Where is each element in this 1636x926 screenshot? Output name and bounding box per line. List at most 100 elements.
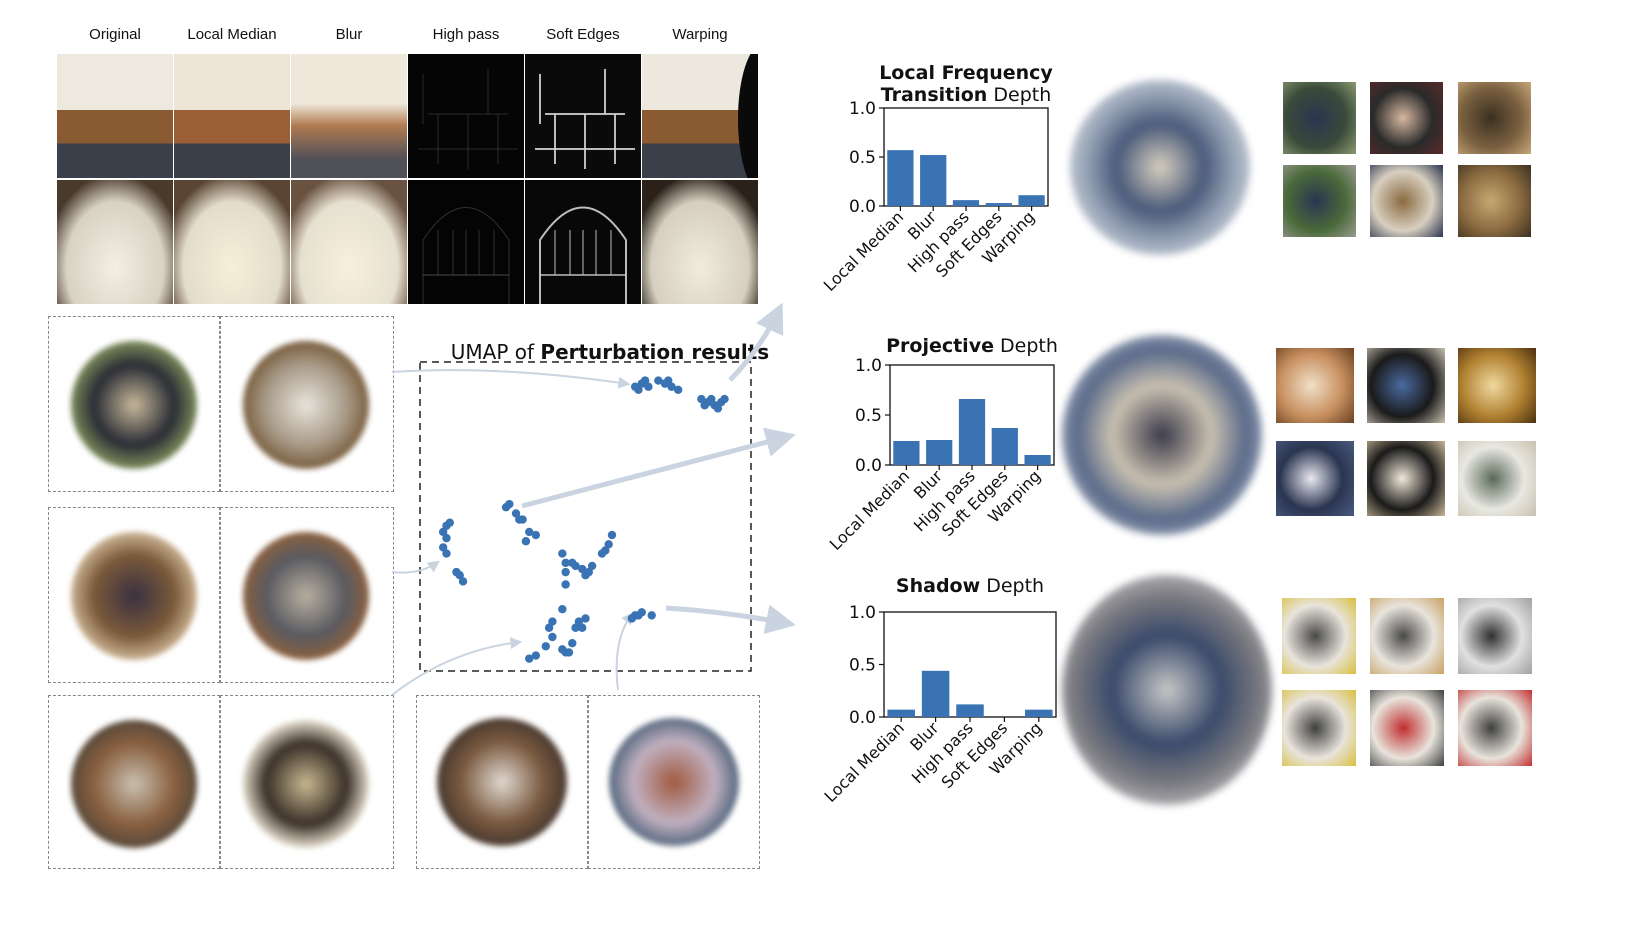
umap-point xyxy=(561,567,570,577)
dataset-example-image xyxy=(1282,690,1356,766)
dataset-example-image xyxy=(1367,348,1445,423)
umap-title-bold: Perturbation results xyxy=(540,340,770,364)
umap-point xyxy=(561,580,570,589)
umap-point xyxy=(558,549,567,558)
umap-point xyxy=(640,376,650,385)
umap-point xyxy=(445,518,454,527)
perturbed-image xyxy=(291,180,407,304)
dataset-example-image xyxy=(1276,441,1354,516)
bar xyxy=(887,150,914,206)
chart-title: Shadow Depth xyxy=(844,575,1096,597)
umap-frame xyxy=(419,361,752,672)
dataset-example-image xyxy=(1367,441,1445,516)
umap-point xyxy=(601,546,610,555)
umap-point xyxy=(548,632,557,642)
column-label: High pass xyxy=(432,26,500,43)
arrow xyxy=(615,612,634,691)
perturbed-image xyxy=(642,180,758,304)
x-tick-label: Local Median xyxy=(821,718,909,806)
umap-point xyxy=(455,571,464,580)
umap-point xyxy=(644,382,653,391)
umap-point xyxy=(531,651,541,660)
bar xyxy=(1025,709,1053,717)
feature-visualization-image xyxy=(243,341,369,469)
column-label: Local Median xyxy=(187,26,277,43)
feature-visualization-tile xyxy=(48,316,220,492)
umap-title-prefix: UMAP of xyxy=(450,340,541,364)
umap-point xyxy=(577,564,587,574)
umap-title: UMAP of Perturbation results xyxy=(440,340,780,364)
dataset-example-image xyxy=(1458,165,1531,237)
dataset-example-image xyxy=(1458,82,1531,154)
feature-visualization-image xyxy=(71,720,197,848)
x-tick-label: Local Median xyxy=(826,466,914,554)
umap-point xyxy=(438,527,448,537)
feature-visualization-tile xyxy=(48,507,220,683)
frequency-transition-vis xyxy=(1070,80,1250,255)
feature-visualization-image xyxy=(71,341,197,469)
edge-lines xyxy=(422,207,510,304)
perturbed-image xyxy=(174,54,290,178)
dataset-example-image xyxy=(1282,598,1356,674)
chart-title: Projective Depth xyxy=(850,335,1094,357)
arrow xyxy=(391,560,440,574)
umap-point xyxy=(571,561,580,571)
dataset-example-image xyxy=(1458,441,1536,516)
umap-point xyxy=(697,394,706,404)
column-label: Soft Edges xyxy=(546,26,620,43)
umap-point xyxy=(574,617,584,626)
edge-lines xyxy=(535,69,635,169)
y-tick-label: 0.0 xyxy=(849,197,876,217)
chart-title-rest: Depth xyxy=(993,335,1058,357)
umap-point xyxy=(707,394,716,404)
thick-arrow xyxy=(521,427,796,509)
thick-arrow xyxy=(728,302,784,382)
feature-visualization-tile xyxy=(220,695,394,869)
feature-visualization-image xyxy=(243,720,369,848)
umap-point xyxy=(541,642,550,651)
y-tick-label: 0.5 xyxy=(855,406,882,426)
umap-point xyxy=(571,623,580,632)
umap-point xyxy=(525,654,534,663)
umap-point xyxy=(647,611,656,620)
umap-point xyxy=(581,614,590,623)
column-label: Warping xyxy=(672,26,728,43)
feature-visualization-tile xyxy=(48,695,220,869)
umap-point xyxy=(531,530,541,540)
y-tick-label: 1.0 xyxy=(849,99,876,119)
umap-point xyxy=(637,608,646,617)
umap-point xyxy=(720,394,729,404)
y-tick-label: 0.0 xyxy=(849,708,876,728)
perturbed-image xyxy=(408,180,524,304)
bar xyxy=(887,709,915,717)
umap-point xyxy=(525,527,534,537)
feature-visualization-tile xyxy=(416,695,588,869)
dataset-example-image xyxy=(1283,82,1356,154)
perturbed-image xyxy=(57,180,173,304)
umap-point xyxy=(664,376,673,385)
projective-vis xyxy=(1062,335,1262,535)
edge-lines xyxy=(418,69,518,169)
perturbed-image xyxy=(174,180,290,304)
perturbed-image xyxy=(642,54,758,178)
column-label: Blur xyxy=(335,26,363,43)
arrow xyxy=(391,637,523,696)
y-tick-label: 1.0 xyxy=(849,603,876,623)
umap-point xyxy=(544,623,554,632)
umap-point xyxy=(568,638,577,648)
bar xyxy=(921,670,950,717)
plot-frame xyxy=(883,611,1057,718)
column-label: Original xyxy=(89,26,141,43)
feature-visualization-tile xyxy=(220,316,394,492)
chart-title-bold: Projective xyxy=(886,335,994,357)
bar xyxy=(991,428,1018,465)
umap-point xyxy=(505,499,514,509)
perturbed-image xyxy=(525,180,641,304)
bar xyxy=(958,399,986,465)
shadow-vis xyxy=(1062,575,1272,805)
feature-visualization-image xyxy=(609,718,739,846)
x-tick-label: Local Median xyxy=(820,207,908,295)
